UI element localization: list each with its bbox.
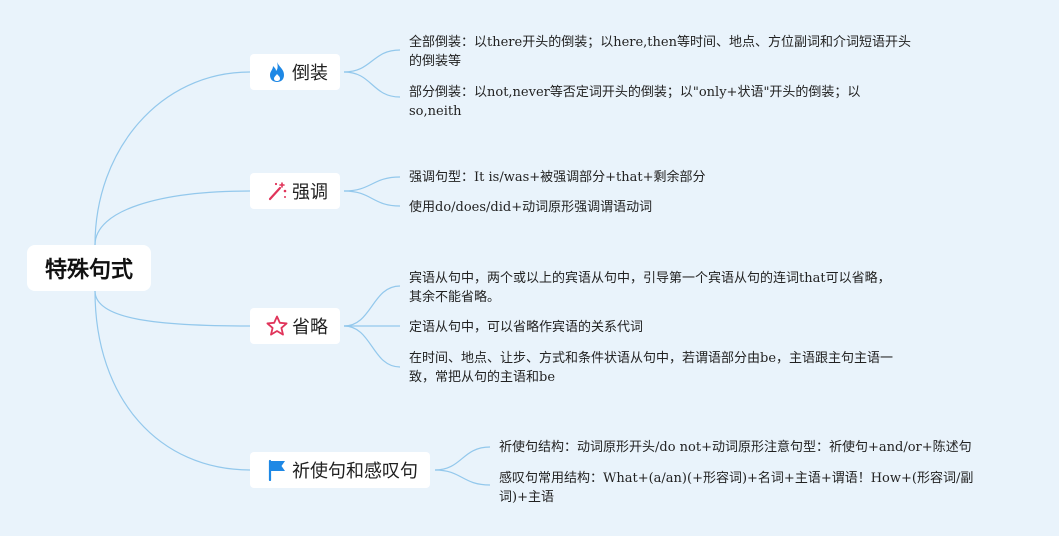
- link-root-branch-4: [94, 290, 251, 471]
- branch-label: 强调: [292, 182, 328, 203]
- link-root-branch-3: [94, 290, 251, 327]
- branch-node-3[interactable]: 省略: [250, 308, 340, 344]
- leaf-text[interactable]: 使用do/does/did+动词原形强调谓语动词: [409, 200, 653, 215]
- flag-icon: [266, 459, 288, 481]
- leaf-text[interactable]: 在时间、地点、让步、方式和条件状语从句中，若谓语部分由be，主语跟主句主语一致，…: [409, 351, 894, 385]
- leaf-text[interactable]: 感叹句常用结构：What+(a/an)(+形容词)+名词+主语+谓语！How+(…: [499, 471, 974, 505]
- link-branch-2-leaf-1: [343, 176, 401, 192]
- branch-node-4[interactable]: 祈使句和感叹句: [250, 452, 430, 488]
- link-root-branch-2: [94, 190, 251, 246]
- branch-label: 祈使句和感叹句: [292, 461, 418, 482]
- leaf-text[interactable]: 祈使句结构：动词原形开头/do not+动词原形注意句型：祈使句+and/or+…: [499, 440, 972, 455]
- star-icon: [266, 315, 288, 337]
- link-branch-4-leaf-1: [434, 446, 491, 471]
- root-node[interactable]: 特殊句式: [27, 245, 151, 291]
- link-branch-1-leaf-1: [343, 49, 401, 73]
- link-branch-1-leaf-2: [343, 71, 401, 98]
- link-branch-3-leaf-3: [343, 325, 401, 368]
- root-label: 特殊句式: [44, 258, 133, 283]
- leaf-text[interactable]: 定语从句中，可以省略作宾语的关系代词: [409, 320, 644, 335]
- fire-icon: [266, 61, 288, 83]
- link-branch-2-leaf-2: [343, 190, 401, 207]
- branch-node-2[interactable]: 强调: [250, 173, 340, 209]
- leaf-text[interactable]: 宾语从句中，两个或以上的宾语从句中，引导第一个宾语从句的连词that可以省略，其…: [409, 271, 891, 305]
- leaf-text[interactable]: 强调句型：It is/was+被强调部分+that+剩余部分: [409, 170, 706, 185]
- link-branch-3-leaf-1: [343, 285, 401, 327]
- link-branch-4-leaf-2: [434, 469, 491, 486]
- leaf-text[interactable]: 部分倒装：以not,never等否定词开头的倒装；以"only+状语"开头的倒装…: [409, 85, 861, 119]
- branch-label: 省略: [292, 317, 328, 338]
- link-root-branch-1: [94, 71, 251, 246]
- magic-wand-icon: [266, 180, 288, 202]
- branch-node-1[interactable]: 倒装: [250, 54, 340, 90]
- leaf-text[interactable]: 全部倒装：以there开头的倒装；以here,then等时间、地点、方位副词和介…: [409, 35, 911, 69]
- branch-label: 倒装: [292, 63, 328, 84]
